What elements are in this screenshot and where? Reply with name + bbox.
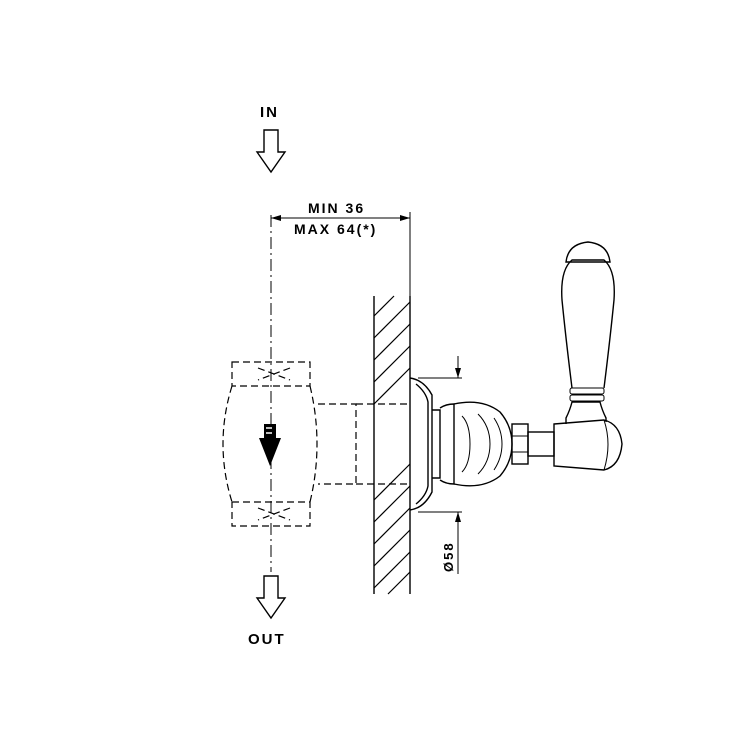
handle-hub xyxy=(553,419,623,471)
handle-lever-arm xyxy=(561,259,615,389)
dimension-max-label: MAX 64(*) xyxy=(294,221,377,237)
stem-bulb xyxy=(453,401,513,487)
dimension-arrowhead-right-icon xyxy=(400,215,410,221)
handle-ring-2 xyxy=(569,394,605,402)
stem-hex-nut xyxy=(511,423,529,465)
dimension-arrowhead-left-icon xyxy=(271,215,281,221)
flow-direction-arrow-icon xyxy=(259,424,281,466)
stem-neck xyxy=(439,403,455,485)
diameter-arrowhead-top-icon xyxy=(455,368,461,378)
diameter-label: Ø58 xyxy=(441,541,456,572)
handle-lever-base xyxy=(565,401,607,424)
upper-connector-cross xyxy=(257,367,291,381)
lower-connector-box xyxy=(231,501,311,527)
stem-bulb-groove-3 xyxy=(493,417,503,471)
cartridge-extension xyxy=(356,403,410,485)
valve-cartridge-housing xyxy=(318,403,357,485)
upper-connector-box xyxy=(231,361,311,387)
valve-stem xyxy=(432,401,555,487)
escutcheon-inner-line xyxy=(415,383,429,505)
escutcheon-outline xyxy=(409,377,433,511)
wall-hatching xyxy=(373,295,411,595)
inlet-arrow-icon xyxy=(255,129,287,174)
diameter-dimension: Ø58 xyxy=(418,356,462,574)
concealed-valve-body xyxy=(222,361,410,527)
lower-connector-cross xyxy=(257,507,291,521)
depth-dimension: MIN 36 MAX 64(*) xyxy=(271,200,411,380)
stem-bulb-groove-2 xyxy=(477,413,491,475)
wall-section xyxy=(373,295,411,595)
stem-base-collar xyxy=(432,409,441,479)
stem-shaft xyxy=(527,431,555,457)
dimension-min-label: MIN 36 xyxy=(308,200,365,216)
handle-ring-1 xyxy=(569,387,605,395)
handle-knob-top xyxy=(565,241,611,263)
outlet-label: OUT xyxy=(248,631,286,648)
valve-body-left-curve xyxy=(222,385,233,503)
diameter-arrowhead-bottom-icon xyxy=(455,512,461,522)
lever-handle xyxy=(553,241,623,471)
escutcheon-plate xyxy=(409,377,433,511)
handle-hub-cap-line xyxy=(603,419,609,471)
valve-body-right-curve xyxy=(309,385,318,503)
inlet-label: IN xyxy=(260,104,279,121)
stem-bulb-groove-1 xyxy=(461,415,471,473)
flow-arrow-detail xyxy=(266,427,272,434)
outlet-arrow-icon xyxy=(255,575,287,620)
